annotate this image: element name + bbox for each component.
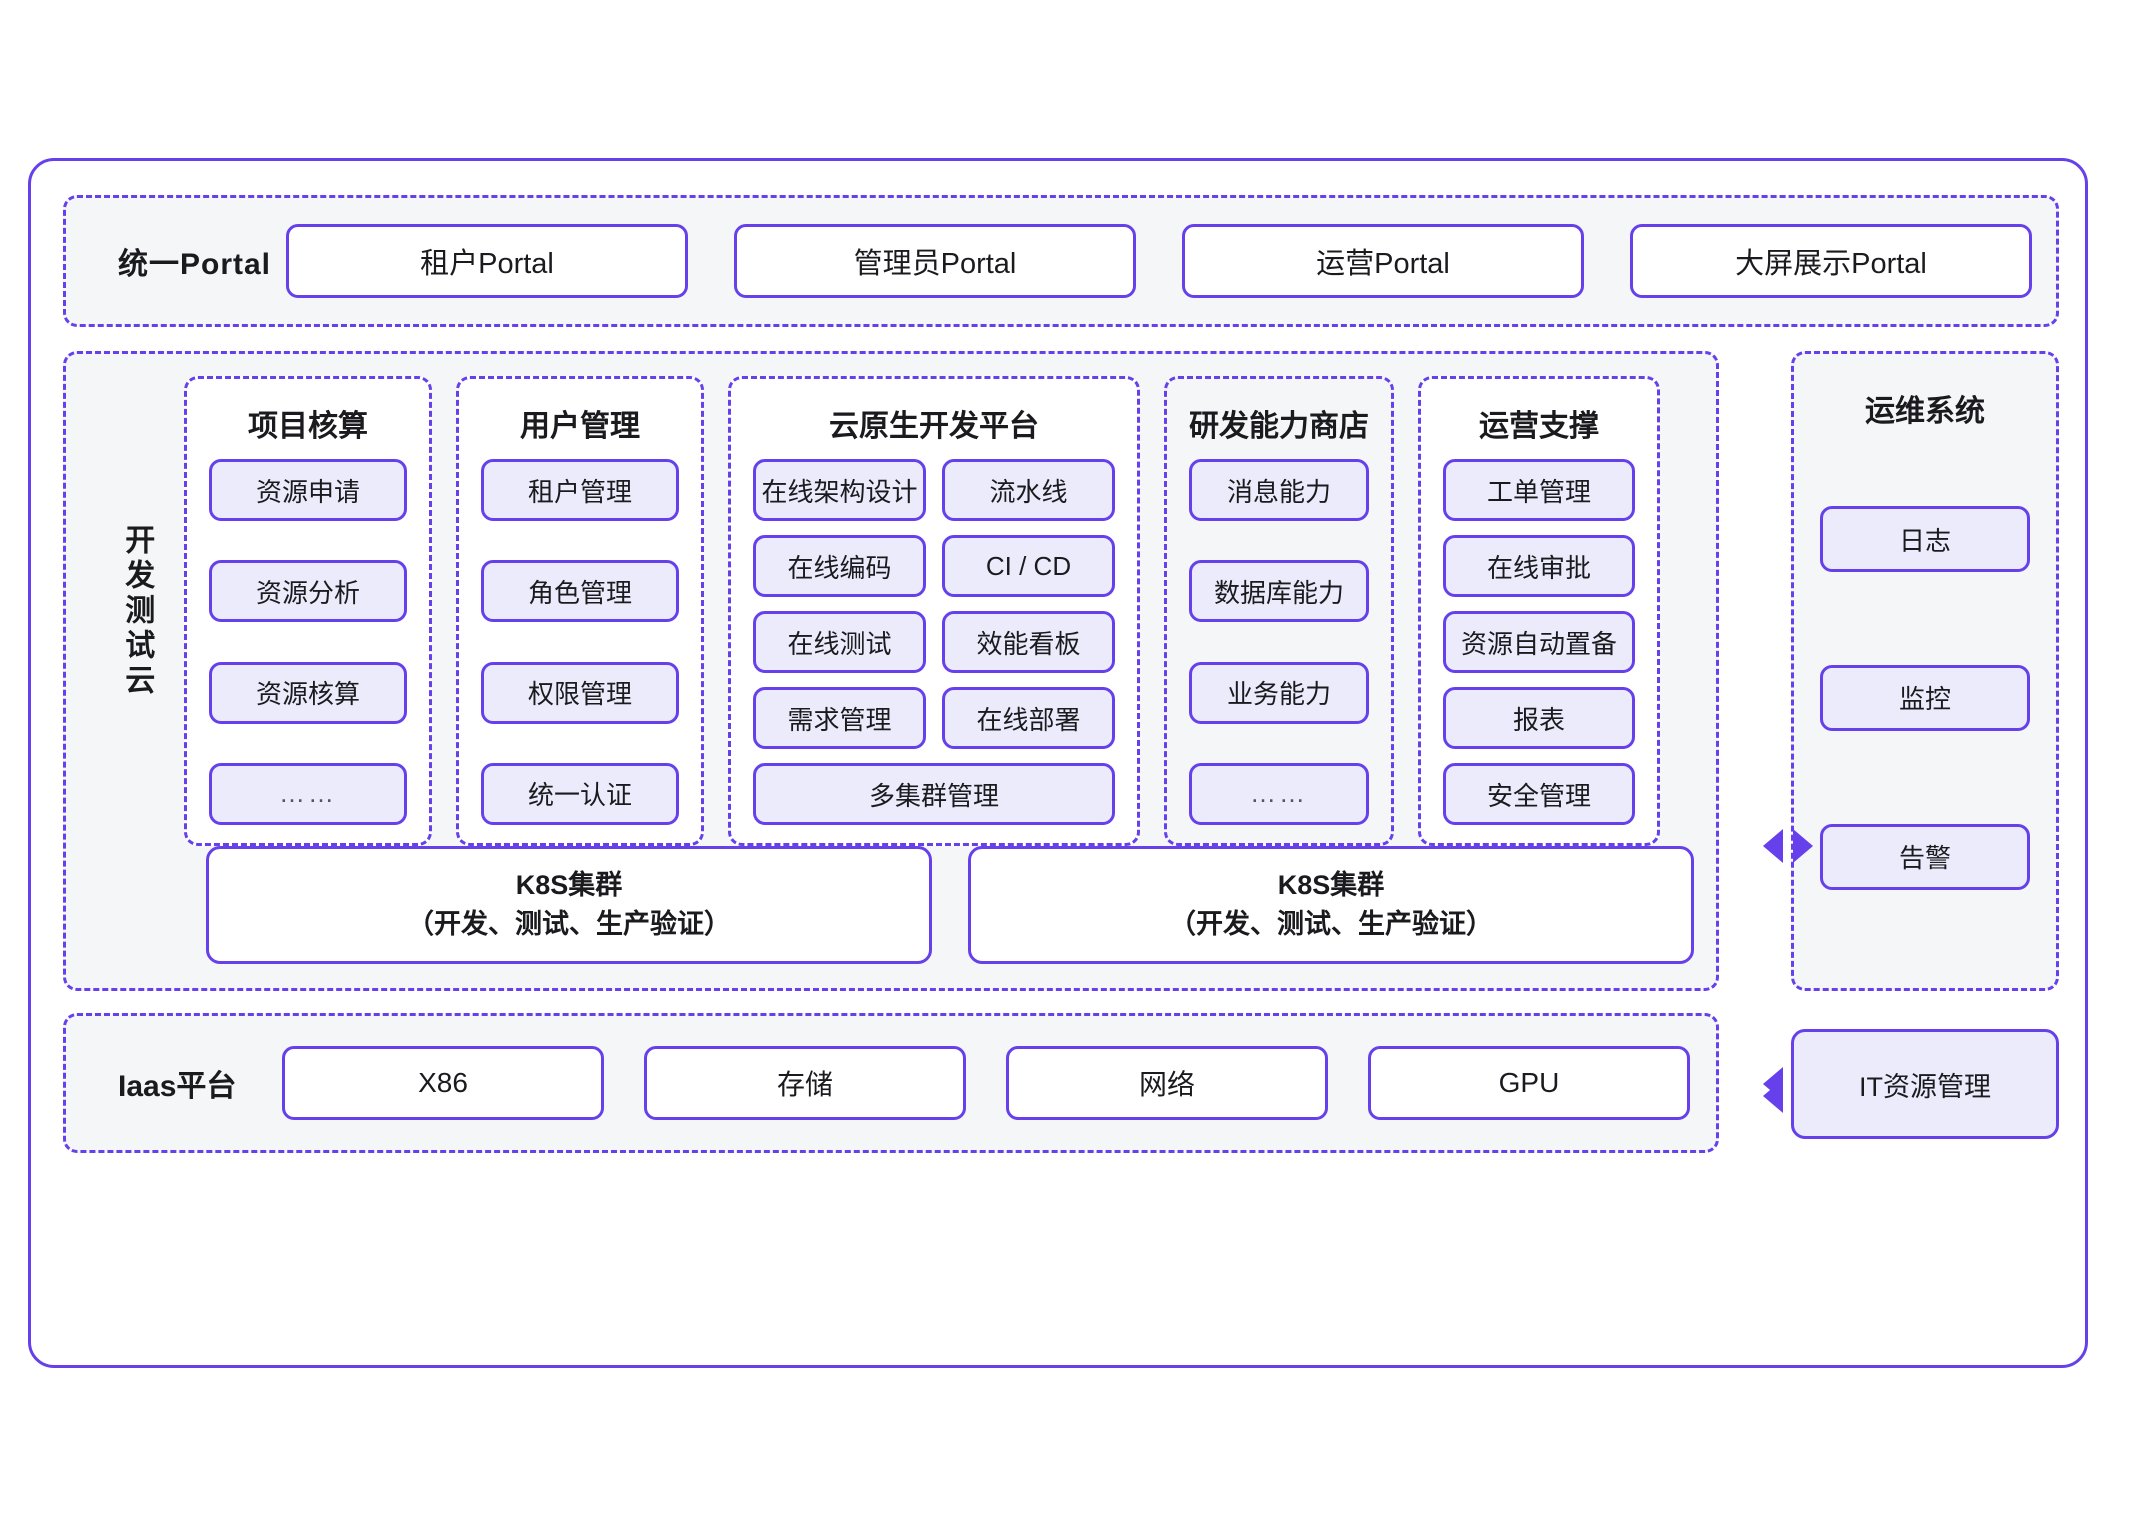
chip-work-order-management[interactable]: 工单管理 (1443, 459, 1635, 521)
column-items-project-accounting: 资源申请 资源分析 资源核算 …… (209, 459, 407, 825)
chip-requirement-management[interactable]: 需求管理 (753, 687, 926, 749)
column-project-accounting: 项目核算 资源申请 资源分析 资源核算 …… (184, 376, 432, 846)
iaas-section-label: Iaas平台 (118, 1070, 237, 1103)
chip-online-testing[interactable]: 在线测试 (753, 611, 926, 673)
chip-multi-cluster-management[interactable]: 多集群管理 (753, 763, 1115, 825)
middle-band: 开发测试云 项目核算 资源申请 资源分析 资源核算 …… (63, 351, 2059, 1113)
chip-resource-accounting[interactable]: 资源核算 (209, 661, 407, 724)
portal-item-operations[interactable]: 运营Portal (1182, 224, 1584, 298)
it-resource-management-box[interactable]: IT资源管理 (1791, 1029, 2059, 1139)
portal-section: 统一Portal 租户Portal 管理员Portal 运营Portal 大屏展… (63, 195, 2059, 327)
iaas-item-x86[interactable]: X86 (282, 1046, 604, 1120)
iaas-band: Iaas平台 X86 存储 网络 GPU IT资源管理 (63, 1013, 2059, 1153)
iaas-section: Iaas平台 X86 存储 网络 GPU (63, 1013, 1719, 1153)
ops-system-section: 运维系统 日志 监控 告警 (1791, 351, 2059, 991)
k8s-cluster-box-2[interactable]: K8S集群 （开发、测试、生产验证） (968, 846, 1694, 964)
chip-tenant-management[interactable]: 租户管理 (481, 459, 679, 521)
portal-section-label: 统一Portal (118, 248, 272, 281)
chip-efficiency-board[interactable]: 效能看板 (942, 611, 1115, 673)
chip-role-management[interactable]: 角色管理 (481, 560, 679, 623)
k8s-cluster-title-2: K8S集群 (1277, 869, 1385, 900)
column-cloud-native-platform: 云原生开发平台 在线架构设计 流水线 在线编码 CI / CD 在线测试 效能看… (728, 376, 1140, 846)
column-title-operations-support: 运营支撑 (1479, 410, 1599, 443)
column-title-capability-store: 研发能力商店 (1189, 410, 1369, 443)
capability-columns: 项目核算 资源申请 资源分析 资源核算 …… 用户管理 租户管理 (184, 376, 1694, 846)
chip-resource-analysis[interactable]: 资源分析 (209, 560, 407, 623)
chip-online-approval[interactable]: 在线审批 (1443, 535, 1635, 597)
chip-more-capability-store[interactable]: …… (1189, 762, 1369, 825)
portal-item-tenant[interactable]: 租户Portal (286, 224, 688, 298)
column-operations-support: 运营支撑 工单管理 在线审批 资源自动置备 报表 安全管理 (1418, 376, 1660, 846)
chip-log[interactable]: 日志 (1820, 506, 2030, 573)
k8s-cluster-subtitle-2: （开发、测试、生产验证） (1169, 909, 1493, 939)
architecture-diagram-frame: 统一Portal 租户Portal 管理员Portal 运营Portal 大屏展… (28, 158, 2088, 1368)
chip-unified-auth[interactable]: 统一认证 (481, 762, 679, 825)
chip-message-capability[interactable]: 消息能力 (1189, 459, 1369, 521)
chip-monitoring[interactable]: 监控 (1820, 664, 2030, 731)
k8s-cluster-subtitle-1: （开发、测试、生产验证） (407, 909, 731, 939)
dev-test-cloud-label: 开发测试云 (120, 523, 154, 699)
dev-test-cloud-body: 开发测试云 项目核算 资源申请 资源分析 资源核算 …… (66, 354, 1716, 846)
iaas-item-gpu[interactable]: GPU (1368, 1046, 1690, 1120)
chip-online-architecture-design[interactable]: 在线架构设计 (753, 459, 926, 521)
arrow-left-icon (1763, 1067, 1783, 1101)
k8s-cluster-row: K8S集群 （开发、测试、生产验证） K8S集群 （开发、测试、生产验证） (66, 846, 1716, 988)
chip-business-capability[interactable]: 业务能力 (1189, 661, 1369, 724)
column-user-management: 用户管理 租户管理 角色管理 权限管理 统一认证 (456, 376, 704, 846)
arrow-right-icon (1793, 829, 1813, 863)
k8s-cluster-title-1: K8S集群 (515, 869, 623, 900)
column-capability-store: 研发能力商店 消息能力 数据库能力 业务能力 …… (1164, 376, 1394, 846)
column-title-user-management: 用户管理 (520, 410, 640, 443)
chip-alarm[interactable]: 告警 (1820, 823, 2030, 890)
chip-security-management[interactable]: 安全管理 (1443, 763, 1635, 825)
chip-online-deployment[interactable]: 在线部署 (942, 687, 1115, 749)
chip-permission-management[interactable]: 权限管理 (481, 661, 679, 724)
chip-auto-resource-provisioning[interactable]: 资源自动置备 (1443, 611, 1635, 673)
iaas-item-network[interactable]: 网络 (1006, 1046, 1328, 1120)
portal-item-bigscreen[interactable]: 大屏展示Portal (1630, 224, 2032, 298)
column-items-operations-support: 工单管理 在线审批 资源自动置备 报表 安全管理 (1443, 459, 1635, 825)
k8s-cluster-box-1[interactable]: K8S集群 （开发、测试、生产验证） (206, 846, 932, 964)
portal-item-admin[interactable]: 管理员Portal (734, 224, 1136, 298)
chip-database-capability[interactable]: 数据库能力 (1189, 560, 1369, 623)
bidirectional-connector-ops-top (1763, 829, 1813, 863)
ops-system-title: 运维系统 (1865, 395, 1985, 428)
dev-test-cloud-section: 开发测试云 项目核算 资源申请 资源分析 资源核算 …… (63, 351, 1719, 991)
column-items-user-management: 租户管理 角色管理 权限管理 统一认证 (481, 459, 679, 825)
chip-more-project-accounting[interactable]: …… (209, 762, 407, 825)
column-items-cloud-native-platform: 在线架构设计 流水线 在线编码 CI / CD 在线测试 效能看板 需求管理 在… (753, 459, 1115, 825)
arrow-left-icon (1763, 829, 1783, 863)
chip-ci-cd[interactable]: CI / CD (942, 535, 1115, 597)
column-title-cloud-native-platform: 云原生开发平台 (829, 410, 1039, 443)
column-items-capability-store: 消息能力 数据库能力 业务能力 …… (1189, 459, 1369, 825)
ops-system-items: 日志 监控 告警 (1820, 430, 2030, 970)
iaas-item-storage[interactable]: 存储 (644, 1046, 966, 1120)
portal-item-list: 租户Portal 管理员Portal 运营Portal 大屏展示Portal (286, 224, 2032, 298)
chip-online-coding[interactable]: 在线编码 (753, 535, 926, 597)
column-title-project-accounting: 项目核算 (248, 410, 368, 443)
chip-report[interactable]: 报表 (1443, 687, 1635, 749)
chip-pipeline[interactable]: 流水线 (942, 459, 1115, 521)
iaas-item-list: X86 存储 网络 GPU (282, 1046, 1690, 1120)
chip-resource-apply[interactable]: 资源申请 (209, 459, 407, 521)
